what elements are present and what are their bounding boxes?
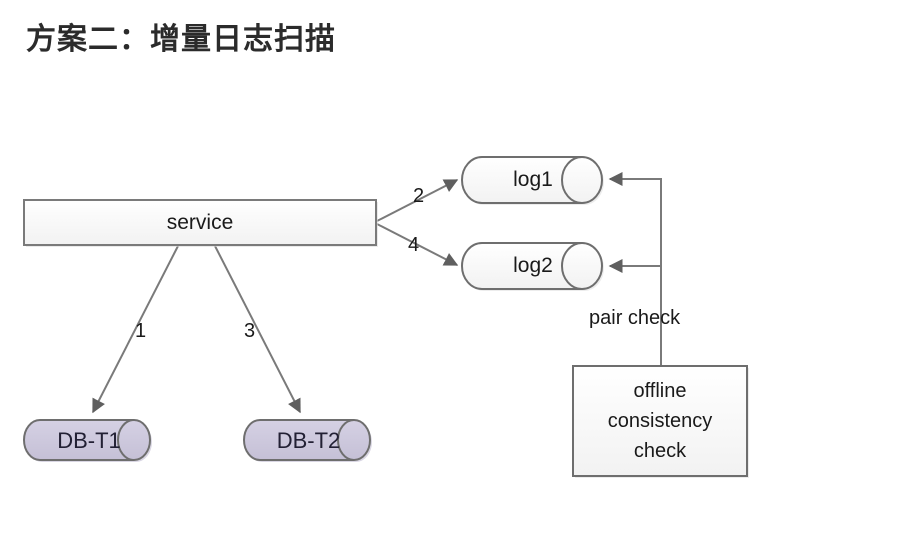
edge-service-to-log2 — [376, 223, 459, 266]
node-offline-consistency-check[interactable] — [572, 365, 749, 478]
edge-service-to-log1 — [376, 179, 459, 222]
node-db-t1[interactable] — [23, 419, 152, 462]
node-log2[interactable] — [461, 242, 604, 291]
edge-layer — [92, 172, 662, 414]
page-title: 方案二：增量日志扫描 — [26, 23, 336, 56]
edge-service-to-db-t2 — [214, 245, 301, 414]
edge-offline-to-log1 — [608, 172, 662, 366]
node-log1[interactable] — [461, 156, 604, 205]
node-service[interactable] — [23, 199, 378, 247]
node-db-t2[interactable] — [243, 419, 372, 462]
edge-service-to-db-t1 — [92, 245, 179, 414]
